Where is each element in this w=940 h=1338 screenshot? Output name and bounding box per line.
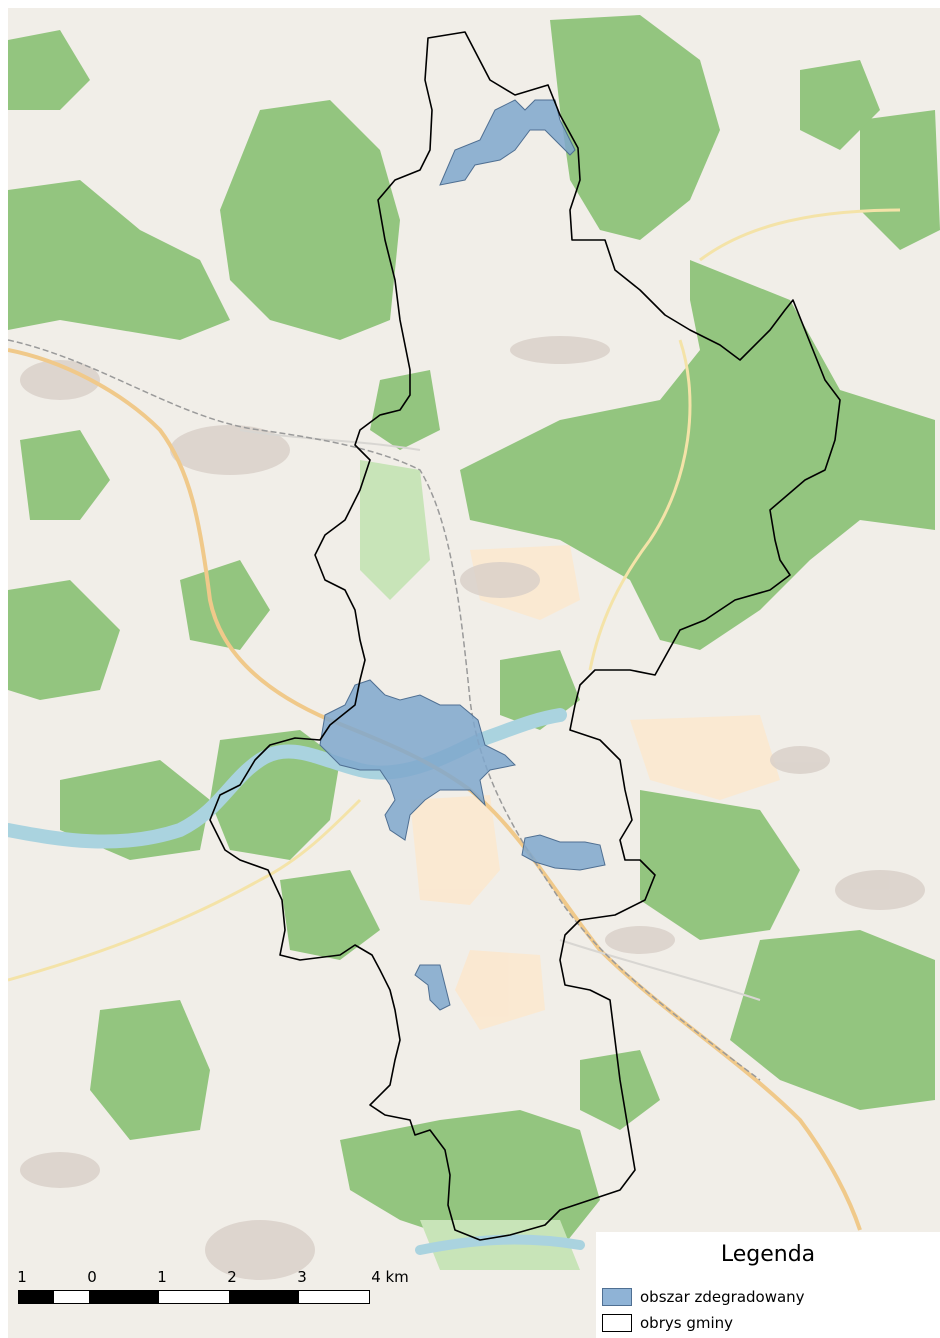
legend-label: obrys gminy [640, 1314, 734, 1332]
scale-segment [89, 1291, 159, 1303]
scale-segment [19, 1291, 54, 1303]
river-south [415, 1234, 585, 1255]
legend-label: obszar zdegradowany [640, 1288, 805, 1306]
map-canvas[interactable]: 1 0 1 2 3 4 km [8, 8, 940, 1338]
scale-label: 4 km [371, 1268, 409, 1286]
degraded-area-center [319, 679, 517, 841]
scale-segments [18, 1290, 370, 1304]
scale-label: 2 [227, 1268, 237, 1286]
legend-swatch-boundary [602, 1314, 632, 1332]
scale-segment [229, 1291, 299, 1303]
scale-label: 1 [17, 1268, 27, 1286]
legend-item-municipality-boundary: obrys gminy [602, 1314, 733, 1332]
scale-segment [54, 1291, 89, 1303]
degraded-area-east [521, 834, 606, 871]
scale-label: 0 [87, 1268, 97, 1286]
degraded-area-south [414, 964, 451, 1011]
legend-swatch-degraded [602, 1288, 632, 1306]
forest-light-layer [360, 460, 580, 1270]
scale-segment [299, 1291, 369, 1303]
scale-segment [159, 1291, 229, 1303]
degraded-area-north [439, 99, 576, 186]
legend-item-degraded-area: obszar zdegradowany [602, 1288, 805, 1306]
municipality-boundary [209, 31, 841, 1241]
scale-label: 3 [297, 1268, 307, 1286]
scale-bar: 1 0 1 2 3 4 km [17, 1268, 409, 1314]
scale-label: 1 [157, 1268, 167, 1286]
legend-title: Legenda [720, 1242, 816, 1267]
degraded-areas [319, 99, 606, 1011]
legend: Legenda obszar zdegradowany obrys gminy [596, 1232, 940, 1338]
railway [8, 339, 761, 1081]
settlement-layer [20, 336, 925, 1280]
